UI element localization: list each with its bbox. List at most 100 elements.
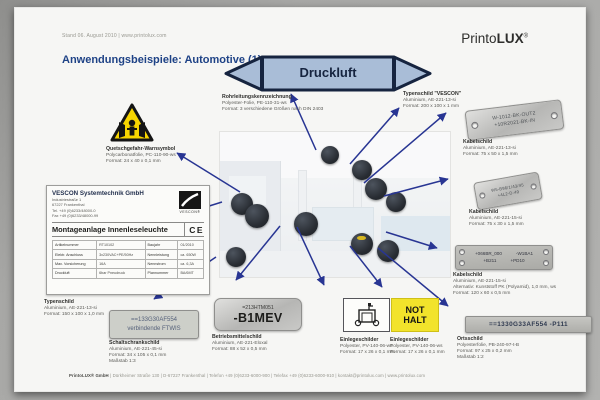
caption-line: Format: 24 x 40 x 0,1 mm <box>106 158 161 164</box>
vescon-logo-text: VESCON® <box>179 210 201 214</box>
caption-title: Einlegeschilder <box>390 337 429 343</box>
callout-dot <box>377 240 399 262</box>
not-halt-line: NOT <box>405 304 425 315</box>
spec-key: Nennleistung <box>144 249 179 260</box>
ce-mark: CE <box>184 223 204 237</box>
caption-line: Format: 200 x 100 x 1 mm <box>403 103 459 109</box>
caption-line: Aluminium, AE-221-15-si <box>469 215 522 221</box>
caption-rohrleitung: Rohrleitungskennzeichnung Polyester-Foli… <box>222 94 372 113</box>
caption-line: Alternativ: Kunststoff PK (Polyamid), 1,… <box>453 284 557 290</box>
spec-value: ca. 6,3A <box>177 258 204 270</box>
caption-line: Format: 88 x 52 x 0,5 mm <box>212 346 267 352</box>
caption-line: Format: 75 x 30 x 1,5 mm <box>469 221 524 227</box>
rivet-hole <box>543 260 549 266</box>
nameplate-address-1: Industriestraße 1 <box>52 197 82 202</box>
spec-key: Plannummer <box>144 268 179 279</box>
footer-brand: PrintoLUX® GmbH <box>69 373 109 378</box>
tag-text-line: verbindende FTWIS <box>127 325 181 332</box>
machine-line-icon <box>354 303 379 327</box>
caption-title: Schaltschrankschild <box>109 340 160 346</box>
caption-line: Format: 97 x 25 x 0,2 mm <box>457 348 512 354</box>
logo-registered-mark: ® <box>523 33 528 40</box>
caption-ortsschild: Ortsschild Polyesterfolie, PB-240-97-t-B… <box>457 336 577 361</box>
callout-dot <box>321 146 339 164</box>
logo-regular-part: Printo <box>461 31 497 46</box>
not-halt-sign: NOT HALT <box>391 298 439 332</box>
callout-dot <box>245 204 269 228</box>
cable-tag-sample-2: W5-B96/1/43/45 +4L2-D-49 <box>473 171 543 211</box>
spec-key: Max. Vorsicherung <box>51 258 98 270</box>
cable-tag-sample-3: +066BR_000 -W1BA1 +B211 +PD10 <box>455 245 553 270</box>
caption-line: Format: 17 x 26 x 0,1 mm <box>340 349 395 355</box>
spec-key: Elektr. Anschluss <box>51 249 98 260</box>
caption-line: Format: 150 x 100 x 1,0 mm <box>44 311 104 317</box>
caption-typenschild-vescon: Typenschild "VESCON" Aluminium, AE-221-1… <box>403 91 513 110</box>
cabinet-tag-sample: ==133G30AF554 verbindende FTWIS <box>109 310 199 339</box>
tag-text-line: ==1330G33AF554 -P111 <box>488 321 569 328</box>
druckluft-pipe-sign <box>224 55 432 92</box>
callout-dot <box>294 212 318 236</box>
rivet-hole <box>459 260 465 266</box>
rivet-hole <box>459 249 465 255</box>
vescon-logo: VESCON® <box>178 191 202 214</box>
table-row: Max. Vorsicherung 16A Nennstrom ca. 6,3A <box>51 258 204 270</box>
caption-title: Rohrleitungskennzeichnung <box>222 94 292 100</box>
nameplate-spec-table: Artikelnummer RT10102 Baujahr 01/2010 El… <box>51 240 204 279</box>
caption-line: Maßstab 1:2 <box>457 355 484 361</box>
caption-line: Aluminium, AE-221-13-si <box>44 305 97 311</box>
nameplate-title-row: Montageanlage Innenleseleuchte CE <box>52 222 204 238</box>
tag-text-row: +066BR_000 -W1BA1 <box>475 251 533 257</box>
caption-line: Polyester-Folie, PE-110-31-ws <box>222 100 287 106</box>
caption-line: Aluminium, AE-221-13-si <box>403 97 456 103</box>
caption-line: Aluminium, AE-221-45-si <box>109 346 162 352</box>
spec-value: 3x230VAC+PE/50Hz <box>96 249 146 260</box>
callout-dot <box>226 247 246 267</box>
table-row: Druckluft 6bar Pneudruck Plannummer BA/6… <box>51 268 204 279</box>
caption-einlegeschilder-1: Einlegeschilder Polyester, PV-140-06-ws … <box>340 337 410 356</box>
caption-schaltschrankschild: Schaltschrankschild Aluminium, AE-221-45… <box>109 340 209 365</box>
nameplate-company: VESCON Systemtechnik GmbH <box>52 190 144 197</box>
caption-title: Ortsschild <box>457 336 483 342</box>
caption-line: Format: 3 verschiedene Größen nach DIN 2… <box>222 106 324 112</box>
spec-key: Druckluft <box>51 268 98 279</box>
caption-line: Aluminium, AE-221-13-si <box>463 145 516 151</box>
callout-dot <box>351 233 373 255</box>
crush-hazard-warning-icon <box>110 103 154 142</box>
tag-text-cell: +B211 <box>483 257 497 263</box>
location-tag-sample: ==1330G33AF554 -P111 <box>465 316 592 333</box>
vescon-logo-icon <box>179 191 201 209</box>
spec-value: 16A <box>96 258 146 270</box>
tag-text-cell: +PD10 <box>510 257 525 263</box>
caption-einlegeschilder-2: Einlegeschilder Polyester, PV-140-06-ws … <box>390 337 460 356</box>
machine-photo <box>219 131 451 278</box>
callout-dot <box>365 178 387 200</box>
caption-line: Aluminium, AE-221-15-si <box>453 278 506 284</box>
logo-bold-part: LUX <box>496 31 524 46</box>
caption-line: Polyesterfolie, PB-240-97-t-B <box>457 342 520 348</box>
caption-line: Aluminium, AE-221-Eloxal <box>212 340 268 346</box>
caption-kabelschild-2: Kabelschild Aluminium, AE-221-15-si Form… <box>469 209 579 228</box>
tag-text-cell: +066BR_000 <box>474 251 502 257</box>
nameplate-address-2: 67227 Frankenthal <box>52 202 85 208</box>
callout-dot <box>386 192 406 212</box>
footer-contact-line: PrintoLUX® GmbH | Dürkheimer Straße 130 … <box>69 373 425 378</box>
druckluft-label: Druckluft <box>299 64 357 80</box>
caption-kabelschild-1: Kabelschild Aluminium, AE-221-13-si Form… <box>463 139 573 158</box>
caption-title: Betriebsmittelschild <box>212 334 262 340</box>
caption-title: Typenschild "VESCON" <box>403 91 462 97</box>
spec-value: 6bar Pneudruck <box>96 268 146 279</box>
tag-text-line: =213HTM051 <box>242 304 274 311</box>
spec-value: 01/2010 <box>177 240 204 251</box>
rivet-hole <box>470 121 479 130</box>
caption-line: Format: 75 x 50 x 1,5 mm <box>463 151 518 157</box>
insert-label-card <box>343 298 390 332</box>
vescon-nameplate: VESCON Systemtechnik GmbH Industriestraß… <box>46 185 210 295</box>
caption-title: Kabelschild <box>469 209 499 215</box>
spec-value: ca. 650W <box>177 249 204 260</box>
caption-title: Typenschild <box>44 299 74 305</box>
page-title: Anwendungsbeispiele: Automotive (1) <box>62 54 262 66</box>
yellow-button-glint <box>357 235 366 241</box>
tag-text-row: +B211 +PD10 <box>483 258 524 264</box>
spec-value: RT10102 <box>96 240 146 251</box>
nameplate-phone: Tel. +49 (0)6233/48000-0 <box>52 207 96 213</box>
